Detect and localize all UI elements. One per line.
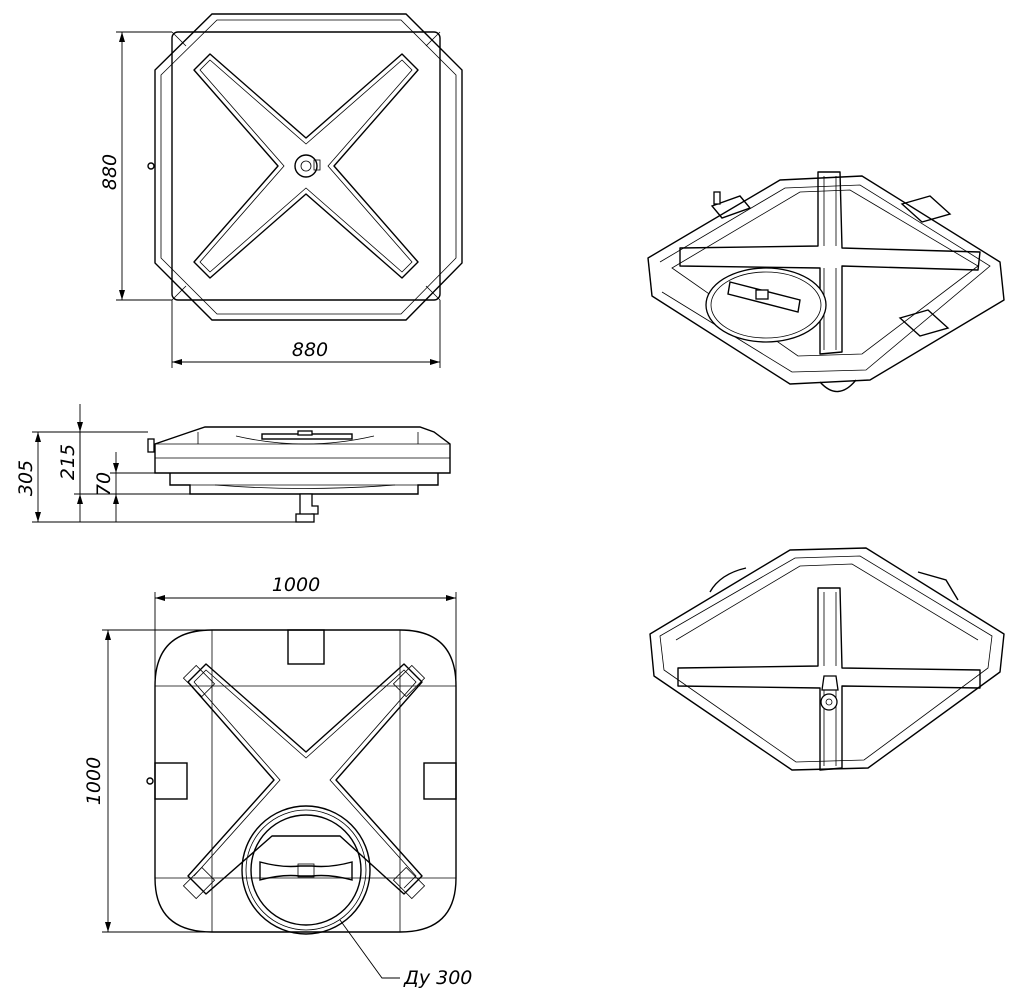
side-elevation-view xyxy=(32,404,451,523)
dim-side-total: 305 xyxy=(15,460,37,496)
dim-top-width: 880 xyxy=(292,339,328,361)
dim-bottom-width: 1000 xyxy=(272,574,320,596)
dim-side-lower: 70 xyxy=(93,472,115,496)
isometric-view-bottom xyxy=(649,547,1005,771)
dim-top-height: 880 xyxy=(99,154,121,190)
top-plan-view xyxy=(116,13,463,368)
dim-bottom-height: 1000 xyxy=(83,757,105,805)
bottom-plan-view xyxy=(102,592,457,979)
isometric-view-top xyxy=(647,171,1005,393)
hatch-diameter-callout: Ду 300 xyxy=(403,967,472,989)
dim-side-upper: 215 xyxy=(57,444,79,480)
